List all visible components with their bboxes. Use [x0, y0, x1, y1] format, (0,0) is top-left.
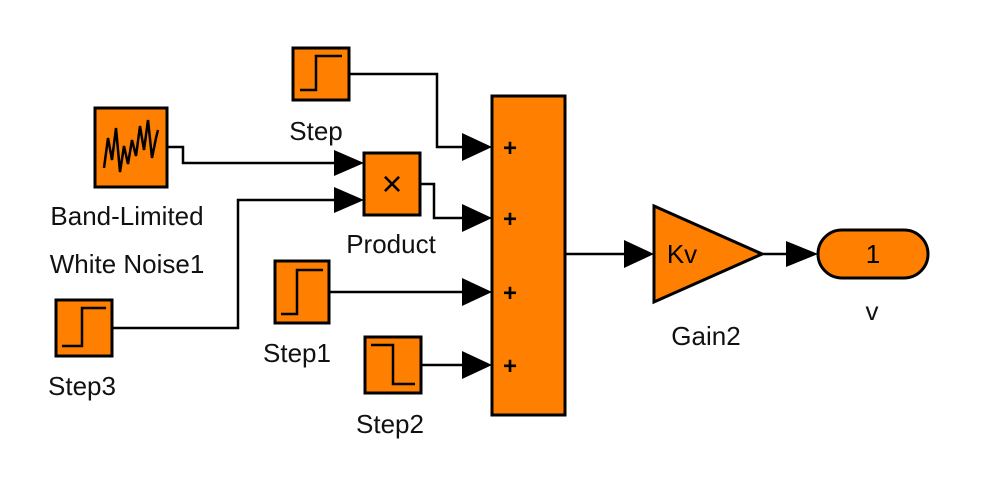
wire-step-to-sum — [349, 72, 462, 149]
arrowhead-outport-in — [786, 241, 818, 267]
noise-block[interactable] — [93, 106, 169, 189]
arrowhead-sum-in2 — [462, 204, 492, 232]
product-block[interactable]: × — [362, 151, 422, 217]
step2-down-icon — [371, 343, 415, 386]
sum-sign-3: + — [503, 280, 517, 307]
wire-step3-to-product — [112, 198, 334, 330]
arrowhead-sum-in1 — [462, 133, 492, 161]
step1-label: Step1 — [263, 338, 331, 368]
step-block[interactable] — [291, 46, 351, 102]
gain-value: Kv — [667, 239, 697, 269]
noise-label-line2: White Noise1 — [50, 249, 205, 279]
step1-block[interactable] — [273, 259, 331, 325]
noise-signal-icon — [102, 119, 160, 173]
gain-label: Gain2 — [671, 321, 740, 351]
gain-block[interactable]: Kv — [652, 203, 766, 305]
product-symbol: × — [381, 163, 402, 204]
step2-label: Step2 — [356, 409, 424, 439]
outport-number: 1 — [866, 239, 880, 269]
arrowhead-sum-in4 — [462, 351, 492, 379]
arrowhead-sum-in3 — [462, 278, 492, 306]
sum-sign-4: + — [503, 353, 517, 380]
step1-up-icon — [281, 268, 323, 316]
outport-block[interactable]: 1 — [816, 228, 930, 280]
sum-sign-2: + — [503, 206, 517, 233]
arrowhead-product-in2 — [334, 187, 364, 213]
arrowhead-gain-in — [624, 240, 654, 268]
product-label: Product — [346, 229, 436, 259]
step3-up-icon — [62, 306, 106, 348]
step3-block[interactable] — [54, 298, 114, 358]
outport-label: v — [866, 296, 879, 326]
sum-sign-1: + — [503, 135, 517, 162]
sum-block[interactable]: + + + + — [490, 94, 567, 417]
step2-block[interactable] — [363, 335, 423, 395]
step3-label: Step3 — [48, 371, 116, 401]
step-up-icon — [300, 54, 342, 92]
noise-label-line1: Band-Limited — [50, 201, 203, 231]
step-label: Step — [289, 116, 343, 146]
wire-noise-to-product — [167, 145, 334, 165]
arrowhead-product-in1 — [334, 150, 364, 176]
wire-product-to-sum — [420, 182, 462, 220]
